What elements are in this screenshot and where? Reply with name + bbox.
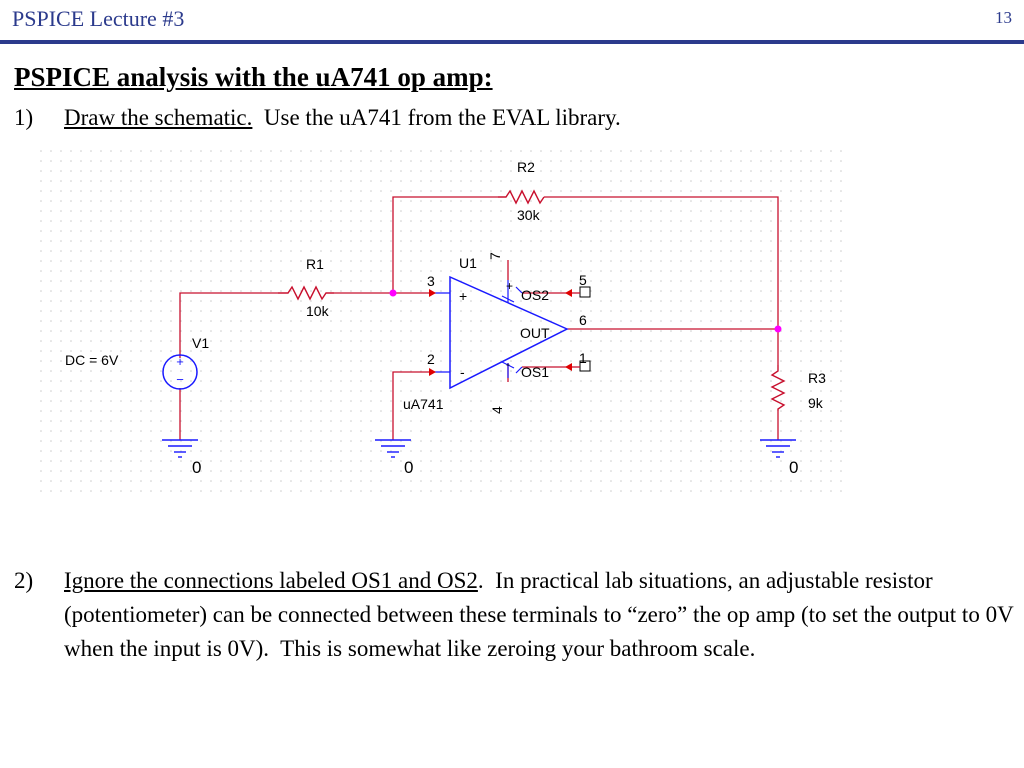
pin3-label: 3 [427, 273, 435, 289]
v1-plus-sign: + [176, 354, 184, 369]
r1-value: 10k [306, 303, 330, 319]
list-item-text: Draw the schematic. Use the uA741 from t… [64, 101, 621, 135]
junction-dot [774, 325, 782, 333]
pin6-label: 6 [579, 312, 587, 328]
list-item-1: 1) Draw the schematic. Use the uA741 fro… [14, 101, 994, 135]
pin-marker [429, 289, 436, 297]
r1-name: R1 [306, 256, 324, 272]
pin4-label: 4 [489, 406, 505, 414]
list-item-emphasis: Ignore the connections labeled OS1 and O… [64, 568, 478, 593]
u1-part: uA741 [403, 396, 444, 412]
ground-symbol [162, 439, 198, 458]
noninverting-input-sign: + [459, 288, 467, 304]
junction-dot [389, 289, 397, 297]
v1-value: DC = 6V [65, 352, 119, 368]
pin7-label: 7 [487, 252, 503, 260]
vplus-sign: + [506, 279, 513, 293]
list-item-number: 1) [14, 105, 34, 130]
wire-r2-left [392, 196, 498, 293]
ground-label: 0 [404, 458, 413, 477]
pin-marker [565, 289, 572, 297]
slide-title: PSPICE analysis with the uA741 op amp: [14, 62, 493, 92]
ground-symbol [375, 439, 411, 458]
list-item-emphasis: Draw the schematic. [64, 105, 253, 130]
v1-minus-sign: − [176, 372, 184, 387]
pin5-label: 5 [579, 272, 587, 288]
list-item-number: 2) [14, 568, 34, 593]
header-divider [0, 40, 1024, 44]
pin-marker [429, 368, 436, 376]
r3-value: 9k [808, 395, 824, 411]
page-number: 13 [995, 8, 1012, 27]
ground-label: 0 [789, 458, 798, 477]
os2-label: OS2 [521, 287, 549, 303]
wire-r2-right [544, 196, 779, 329]
out-label: OUT [520, 325, 550, 341]
resistor-r1 [278, 285, 334, 301]
list-item-text: Ignore the connections labeled OS1 and O… [64, 564, 1014, 666]
pin-marker [565, 363, 572, 371]
ground-symbol [760, 439, 796, 458]
pin2-label: 2 [427, 351, 435, 367]
schematic-grid [40, 150, 850, 495]
r2-name: R2 [517, 159, 535, 175]
vminus-sign: - [506, 357, 510, 371]
op-amp-internal-leads [501, 280, 523, 378]
u1-name: U1 [459, 255, 477, 271]
resistor-r2 [498, 189, 545, 205]
os2-terminal [579, 286, 591, 298]
r2-value: 30k [517, 207, 541, 223]
list-item-2: 2) Ignore the connections labeled OS1 an… [14, 564, 1014, 704]
list-item-body: . In practical lab situations, an adjust… [64, 568, 1020, 661]
circuit-schematic: + − V1 DC = 6V U1 uA741 3 2 7 4 5 6 1 + … [40, 150, 850, 495]
wire-inverting-ground [392, 371, 429, 440]
voltage-source-v1 [162, 354, 198, 390]
os1-label: OS1 [521, 364, 549, 380]
pin1-label: 1 [579, 350, 587, 366]
inverting-input-sign: - [460, 364, 465, 380]
ground-label: 0 [192, 458, 201, 477]
resistor-r3 [770, 365, 786, 411]
wire-v1-r1 [179, 292, 278, 358]
lecture-title: PSPICE Lecture #3 [12, 6, 185, 31]
v1-name: V1 [192, 335, 209, 351]
r3-name: R3 [808, 370, 826, 386]
list-item-body: Use the uA741 from the EVAL library. [252, 105, 621, 130]
os1-terminal [579, 360, 591, 372]
